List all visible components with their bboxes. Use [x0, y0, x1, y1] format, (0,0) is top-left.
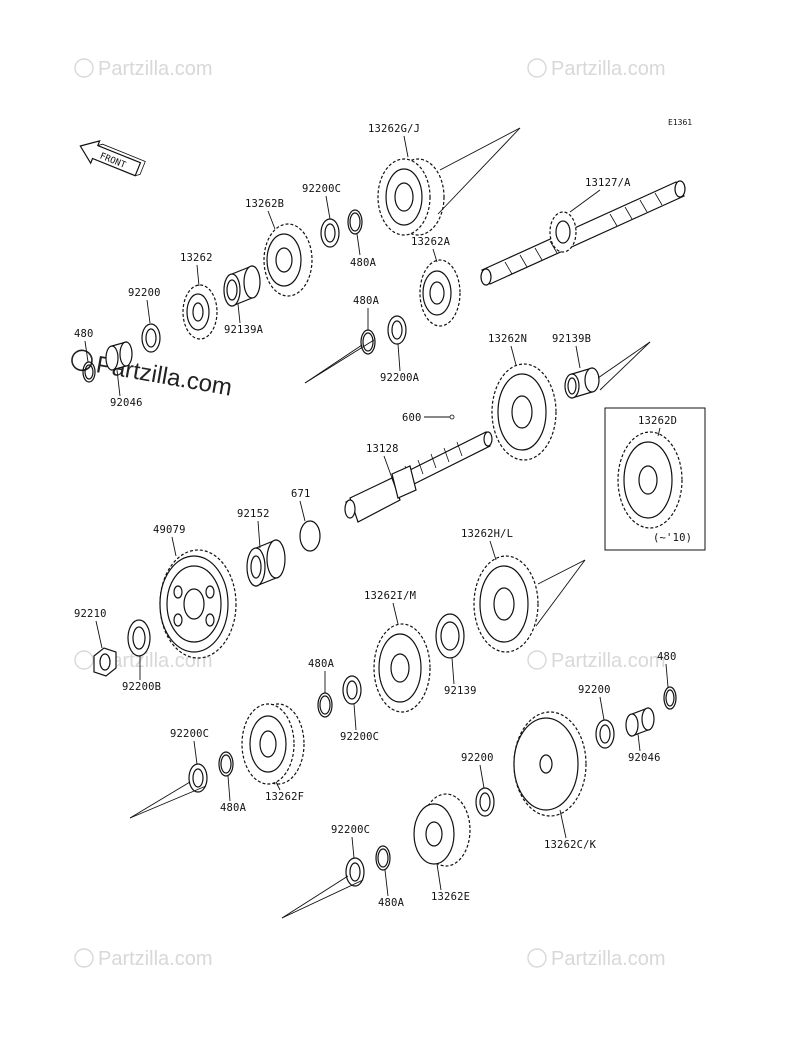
- label-13262F: 13262F: [265, 791, 304, 803]
- washer-92200C-low[interactable]: [342, 675, 362, 705]
- nut-92210[interactable]: [93, 647, 117, 677]
- label-92200-bot: 92200: [461, 752, 494, 764]
- label-92200B: 92200B: [122, 681, 161, 693]
- gear-13262A[interactable]: [419, 259, 461, 327]
- label-92046-left: 92046: [110, 397, 143, 409]
- label-49079: 49079: [153, 524, 186, 536]
- label-671: 671: [291, 488, 311, 500]
- label-92200C-bl: 92200C: [170, 728, 209, 740]
- bearing-92139A[interactable]: [223, 265, 261, 307]
- svg-text:Partzilla.com: Partzilla.com: [98, 58, 212, 80]
- watermark-top-left: Partzilla.com: [74, 58, 212, 80]
- label-13262B: 13262B: [245, 198, 284, 210]
- label-13262: 13262: [180, 252, 213, 264]
- label-92139: 92139: [444, 685, 477, 697]
- washer-92200B[interactable]: [127, 619, 151, 657]
- svg-text:Partzilla.com: Partzilla.com: [551, 58, 665, 80]
- watermark-bottom-left: Partzilla.com: [74, 948, 212, 970]
- label-92139B: 92139B: [552, 333, 591, 345]
- label-92200-top: 92200: [128, 287, 161, 299]
- bearing-92046-right[interactable]: [625, 707, 655, 737]
- bearing-92046-left[interactable]: [105, 341, 133, 371]
- gear-13262B[interactable]: [263, 223, 313, 297]
- gear-13262D[interactable]: [617, 431, 683, 529]
- oring-671[interactable]: [299, 520, 321, 552]
- label-92200C-low: 92200C: [340, 731, 379, 743]
- gear-13262[interactable]: [182, 284, 218, 340]
- label-600: 600: [402, 412, 422, 424]
- label-13262E: 13262E: [431, 891, 470, 903]
- label-92139A: 92139A: [224, 324, 264, 336]
- bushing-92139[interactable]: [435, 613, 465, 659]
- washer-92200A[interactable]: [387, 315, 407, 345]
- watermark-mid-right: Partzilla.com: [527, 650, 665, 672]
- label-480A-top: 480A: [350, 257, 377, 269]
- label-13262CK: 13262C/K: [544, 839, 597, 851]
- svg-text:Partzilla.com: Partzilla.com: [98, 948, 212, 970]
- svg-text:Partzilla.com: Partzilla.com: [98, 650, 212, 672]
- circlip-480A-bl[interactable]: [218, 751, 234, 777]
- label-13128: 13128: [366, 443, 399, 455]
- label-480-left: 480: [74, 328, 94, 340]
- gear-13262HL[interactable]: [473, 555, 539, 653]
- shaft-13127A[interactable]: [480, 180, 686, 286]
- bushing-92139B[interactable]: [564, 367, 600, 399]
- washer-92200-right[interactable]: [595, 719, 615, 749]
- gear-13262N[interactable]: [491, 363, 557, 461]
- watermark-bottom-right: Partzilla.com: [527, 948, 665, 970]
- watermark-top-right: Partzilla.com: [527, 58, 665, 80]
- label-92046-right: 92046: [628, 752, 661, 764]
- watermark-mid-left: Partzilla.com: [74, 650, 212, 672]
- label-13262GJ: 13262G/J: [368, 123, 420, 135]
- washer-92200-top[interactable]: [141, 323, 161, 353]
- gear-13262CK[interactable]: [513, 711, 587, 817]
- label-480A-bot: 480A: [378, 897, 405, 909]
- collar-92152[interactable]: [246, 539, 286, 587]
- label-13262N: 13262N: [488, 333, 527, 345]
- svg-text:Partzilla.com: Partzilla.com: [551, 650, 665, 672]
- gear-13262F[interactable]: [241, 703, 305, 785]
- gear-13262IM[interactable]: [373, 623, 431, 713]
- label-13262D: 13262D: [638, 415, 677, 427]
- label-480A-bl: 480A: [220, 802, 247, 814]
- label-480A-low: 480A: [308, 658, 335, 670]
- circlip-480A-bot[interactable]: [375, 845, 391, 871]
- inset-note: (~'10): [653, 532, 692, 544]
- label-92152: 92152: [237, 508, 270, 520]
- diagram-code: E1361: [668, 118, 692, 127]
- label-13262A: 13262A: [411, 236, 451, 248]
- svg-text:FRONT: FRONT: [98, 151, 127, 171]
- inset-box-13262D: [604, 407, 706, 551]
- gear-13262GJ[interactable]: [377, 158, 445, 236]
- gear-49079[interactable]: [159, 549, 237, 659]
- watermark-center: Partzilla.com: [71, 349, 234, 402]
- label-480A-mid: 480A: [353, 295, 380, 307]
- circlip-480A-top[interactable]: [347, 209, 363, 235]
- label-480-right: 480: [657, 651, 677, 663]
- circlip-480-right[interactable]: [663, 686, 677, 710]
- washer-92200C-bot[interactable]: [345, 857, 365, 887]
- circlip-480A-mid[interactable]: [360, 329, 376, 355]
- washer-92200C-top[interactable]: [320, 218, 340, 248]
- label-92200A: 92200A: [380, 372, 420, 384]
- svg-text:Partzilla.com: Partzilla.com: [551, 948, 665, 970]
- gear-13262E[interactable]: [413, 793, 471, 867]
- circlip-480-left[interactable]: [82, 361, 96, 383]
- washer-92200C-bl[interactable]: [188, 763, 208, 793]
- washer-92200-bot[interactable]: [475, 787, 495, 817]
- label-92200C-top: 92200C: [302, 183, 341, 195]
- label-13127A: 13127/A: [585, 177, 631, 189]
- label-92200-right: 92200: [578, 684, 611, 696]
- front-arrow-icon: FRONT: [79, 139, 146, 177]
- label-13262IM: 13262I/M: [364, 590, 416, 602]
- label-92200C-bot: 92200C: [331, 824, 370, 836]
- label-13262HL: 13262H/L: [461, 528, 513, 540]
- shaft-13128[interactable]: [344, 431, 493, 523]
- label-92210: 92210: [74, 608, 107, 620]
- circlip-480A-low[interactable]: [317, 692, 333, 718]
